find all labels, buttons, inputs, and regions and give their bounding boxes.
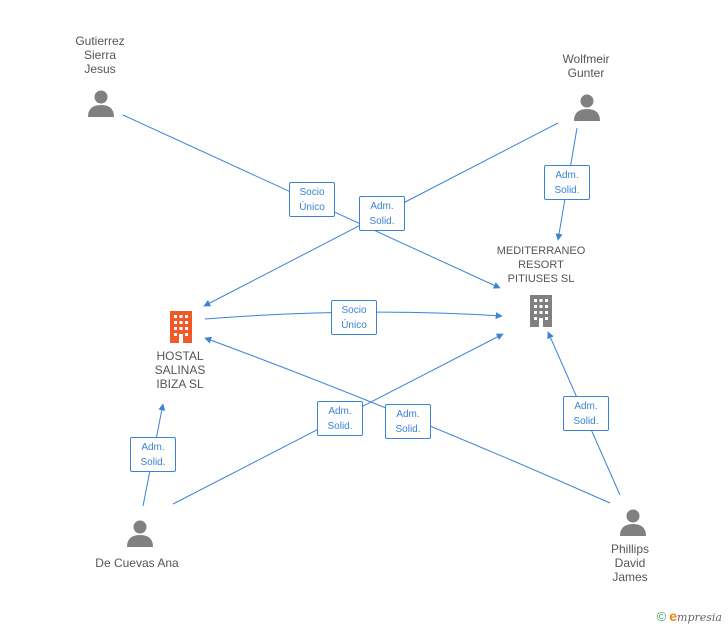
edge-label-wolfmeir-mediterraneo: Adm. Solid. xyxy=(544,165,590,200)
node-label-wolfmeir[interactable]: Wolfmeir Gunter xyxy=(562,52,610,80)
brand-logo: empresia xyxy=(669,608,722,624)
building-icon xyxy=(170,311,192,343)
edge-label-gutierrez-mediterraneo: Socio Único xyxy=(289,182,335,217)
edge-label-phillips-mediterraneo: Adm. Solid. xyxy=(563,396,609,431)
person-icon xyxy=(88,90,114,117)
brand-footer: © empresia xyxy=(657,608,722,624)
person-icon xyxy=(127,520,153,547)
building-icon xyxy=(530,295,552,327)
node-label-mediterraneo[interactable]: MEDITERRANEO RESORT PITIUSES SL xyxy=(496,245,586,285)
edge-label-phillips-hostal: Adm. Solid. xyxy=(385,404,431,439)
person-icon xyxy=(620,509,646,536)
node-label-gutierrez[interactable]: Gutierrez Sierra Jesus xyxy=(75,34,125,76)
edge-label-decuevas-mediterraneo: Adm. Solid. xyxy=(317,401,363,436)
person-icon xyxy=(574,94,600,121)
brand-name: mpresia xyxy=(677,611,722,624)
edge-label-decuevas-hostal: Adm. Solid. xyxy=(130,437,176,472)
brand-initial: e xyxy=(669,608,678,624)
node-label-phillips[interactable]: Phillips David James xyxy=(610,542,649,584)
node-label-decuevas[interactable]: De Cuevas Ana xyxy=(95,556,179,570)
node-label-hostal[interactable]: HOSTAL SALINAS IBIZA SL xyxy=(154,349,206,391)
copyright-icon: © xyxy=(656,608,667,624)
edge-label-hostal-mediterraneo: Socio Único xyxy=(331,300,377,335)
edge-label-wolfmeir-hostal: Adm. Solid. xyxy=(359,196,405,231)
